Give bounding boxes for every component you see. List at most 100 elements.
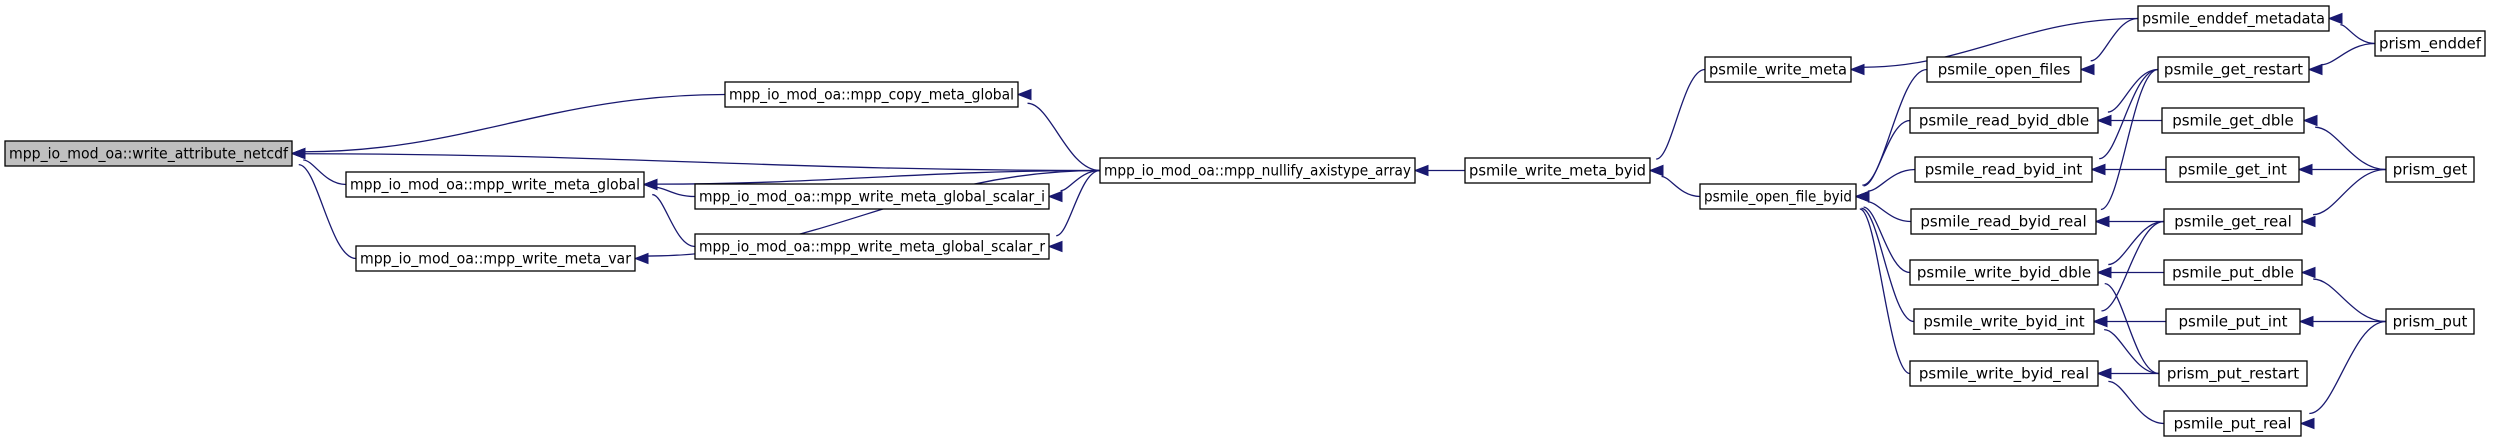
node-box-write-meta-var[interactable] bbox=[355, 245, 636, 272]
node-read-byid-int[interactable]: psmile_read_byid_int bbox=[1914, 156, 2093, 183]
node-box-open-file-byid[interactable] bbox=[1699, 183, 1857, 210]
node-box-get-dble[interactable] bbox=[2161, 107, 2305, 134]
node-enddef-metadata[interactable]: psmile_enddef_metadata bbox=[2137, 5, 2330, 32]
node-box-write-meta[interactable] bbox=[1704, 56, 1852, 83]
node-open-file-byid[interactable]: psmile_open_file_byid bbox=[1699, 183, 1857, 210]
node-prism-get[interactable]: prism_get bbox=[2385, 156, 2475, 183]
node-box-read-byid-real[interactable] bbox=[1910, 208, 2097, 235]
node-get-int[interactable]: psmile_get_int bbox=[2165, 156, 2300, 183]
arrowhead-get-int-to-read-byid-int bbox=[2090, 163, 2106, 176]
arrowhead-put-real-to-write-byid-real bbox=[2096, 367, 2112, 380]
node-box-prism-put[interactable] bbox=[2385, 308, 2475, 335]
node-label-read-byid-int: psmile_read_byid_int bbox=[1925, 161, 2083, 180]
node-box-put-restart[interactable] bbox=[2158, 360, 2308, 387]
arrowhead-open-file-byid-to-write-meta-byid bbox=[1648, 164, 1664, 177]
node-label-write-byid-dble: psmile_write_byid_dble bbox=[1917, 264, 2091, 283]
edge-prism-enddef-to-get-restart bbox=[2321, 42, 2376, 66]
node-box-read-byid-dble[interactable] bbox=[1909, 107, 2099, 134]
node-put-real[interactable]: psmile_put_real bbox=[2163, 410, 2302, 437]
node-read-byid-dble[interactable]: psmile_read_byid_dble bbox=[1909, 107, 2099, 134]
node-box-get-int[interactable] bbox=[2165, 156, 2300, 183]
node-write-byid-dble[interactable]: psmile_write_byid_dble bbox=[1909, 259, 2099, 286]
edge-enddef-metadata-to-open-files bbox=[2090, 17, 2139, 62]
node-box-write-meta-global[interactable] bbox=[345, 171, 645, 198]
node-label-enddef-metadata: psmile_enddef_metadata bbox=[2142, 10, 2325, 29]
node-box-get-restart[interactable] bbox=[2157, 56, 2310, 83]
edge-put-restart-to-write-byid-int bbox=[2104, 328, 2160, 375]
node-get-real[interactable]: psmile_get_real bbox=[2163, 208, 2303, 235]
arrowhead-prism-get-to-get-real bbox=[2300, 215, 2316, 228]
node-get-restart[interactable]: psmile_get_restart bbox=[2157, 56, 2310, 83]
edge-write-byid-int-to-open-file-byid bbox=[1861, 207, 1915, 323]
node-label-put-real: psmile_put_real bbox=[2174, 415, 2292, 434]
node-box-scalar-i[interactable] bbox=[694, 183, 1050, 210]
node-prism-put[interactable]: prism_put bbox=[2385, 308, 2475, 335]
edge-read-byid-real-to-open-file-byid bbox=[1867, 201, 1912, 223]
node-box-scalar-r[interactable] bbox=[694, 233, 1050, 260]
node-open-files[interactable]: psmile_open_files bbox=[1926, 56, 2082, 83]
edge-scalar-i-to-write-meta-global bbox=[656, 186, 696, 198]
node-box-prism-enddef[interactable] bbox=[2374, 30, 2486, 57]
node-box-prism-get[interactable] bbox=[2385, 156, 2475, 183]
node-box-nullify[interactable] bbox=[1099, 157, 1416, 184]
edge-open-files-to-open-file-byid bbox=[1862, 68, 1928, 186]
node-nullify[interactable]: mpp_io_mod_oa::mpp_nullify_axistype_arra… bbox=[1099, 157, 1416, 184]
node-box-copy-meta-global[interactable] bbox=[724, 81, 1019, 108]
node-write-byid-real[interactable]: psmile_write_byid_real bbox=[1909, 360, 2099, 387]
node-box-write-byid-dble[interactable] bbox=[1909, 259, 2099, 286]
edge-read-byid-int-to-open-file-byid bbox=[1867, 168, 1916, 192]
node-box-put-dble[interactable] bbox=[2163, 259, 2303, 286]
arrowhead-prism-put-to-put-dble bbox=[2300, 266, 2316, 279]
node-box-enddef-metadata[interactable] bbox=[2137, 5, 2330, 32]
node-write-meta[interactable]: psmile_write_meta bbox=[1704, 56, 1852, 83]
node-box-read-byid-int[interactable] bbox=[1914, 156, 2093, 183]
node-copy-meta-global[interactable]: mpp_io_mod_oa::mpp_copy_meta_global bbox=[724, 81, 1019, 108]
node-label-scalar-r: mpp_io_mod_oa::mpp_write_meta_global_sca… bbox=[699, 238, 1046, 257]
node-put-restart[interactable]: prism_put_restart bbox=[2158, 360, 2308, 387]
node-label-write-meta-var: mpp_io_mod_oa::mpp_write_meta_var bbox=[360, 250, 632, 269]
node-box-open-files[interactable] bbox=[1926, 56, 2082, 83]
node-box-root[interactable] bbox=[4, 140, 293, 167]
node-put-int[interactable]: psmile_put_int bbox=[2165, 308, 2301, 335]
node-label-get-int: psmile_get_int bbox=[2178, 161, 2287, 180]
node-box-put-real[interactable] bbox=[2163, 410, 2302, 437]
arrowhead-nullify-to-scalar-i bbox=[1047, 190, 1063, 203]
arrowhead-nullify-to-scalar-r bbox=[1047, 240, 1063, 253]
edge-prism-put-to-put-dble bbox=[2313, 278, 2387, 323]
node-write-byid-int[interactable]: psmile_write_byid_int bbox=[1913, 308, 2095, 335]
node-box-get-real[interactable] bbox=[2163, 208, 2303, 235]
edge-nullify-to-root bbox=[304, 153, 1101, 172]
node-box-put-int[interactable] bbox=[2165, 308, 2301, 335]
arrowhead-nullify-to-root bbox=[290, 147, 306, 160]
node-label-read-byid-dble: psmile_read_byid_dble bbox=[1919, 112, 2089, 131]
node-get-dble[interactable]: psmile_get_dble bbox=[2161, 107, 2305, 134]
node-scalar-r[interactable]: mpp_io_mod_oa::mpp_write_meta_global_sca… bbox=[694, 233, 1050, 260]
edge-copy-meta-global-to-root bbox=[304, 93, 726, 153]
edge-write-meta-to-write-meta-byid bbox=[1655, 68, 1706, 160]
node-write-meta-byid[interactable]: psmile_write_meta_byid bbox=[1464, 157, 1651, 184]
arrowhead-prism-get-to-get-dble bbox=[2302, 114, 2318, 127]
node-scalar-i[interactable]: mpp_io_mod_oa::mpp_write_meta_global_sca… bbox=[694, 183, 1050, 210]
arrowhead-get-dble-to-read-byid-dble bbox=[2096, 114, 2112, 127]
node-label-prism-get: prism_get bbox=[2393, 161, 2468, 180]
node-box-write-byid-real[interactable] bbox=[1909, 360, 2099, 387]
node-box-write-byid-int[interactable] bbox=[1913, 308, 2095, 335]
arrowhead-prism-put-to-put-int bbox=[2298, 315, 2314, 328]
node-write-meta-var[interactable]: mpp_io_mod_oa::mpp_write_meta_var bbox=[355, 245, 636, 272]
node-prism-enddef[interactable]: prism_enddef bbox=[2374, 30, 2486, 57]
arrowhead-get-real-to-read-byid-real bbox=[2094, 215, 2110, 228]
node-label-write-byid-real: psmile_write_byid_real bbox=[1919, 365, 2089, 384]
node-read-byid-real[interactable]: psmile_read_byid_real bbox=[1910, 208, 2097, 235]
node-label-prism-put: prism_put bbox=[2393, 313, 2468, 332]
node-label-write-meta: psmile_write_meta bbox=[1709, 61, 1847, 80]
node-label-write-byid-int: psmile_write_byid_int bbox=[1923, 313, 2084, 332]
node-put-dble[interactable]: psmile_put_dble bbox=[2163, 259, 2303, 286]
node-box-write-meta-byid[interactable] bbox=[1464, 157, 1651, 184]
node-root[interactable]: mpp_io_mod_oa::write_attribute_netcdf bbox=[4, 140, 293, 167]
node-label-copy-meta-global: mpp_io_mod_oa::mpp_copy_meta_global bbox=[729, 86, 1014, 105]
edge-write-meta-var-to-root bbox=[298, 163, 357, 260]
edge-scalar-r-to-write-meta-global bbox=[652, 193, 696, 248]
node-label-put-dble: psmile_put_dble bbox=[2172, 264, 2294, 283]
edge-write-meta-global-to-root bbox=[303, 159, 347, 186]
node-write-meta-global[interactable]: mpp_io_mod_oa::mpp_write_meta_global bbox=[345, 171, 645, 198]
